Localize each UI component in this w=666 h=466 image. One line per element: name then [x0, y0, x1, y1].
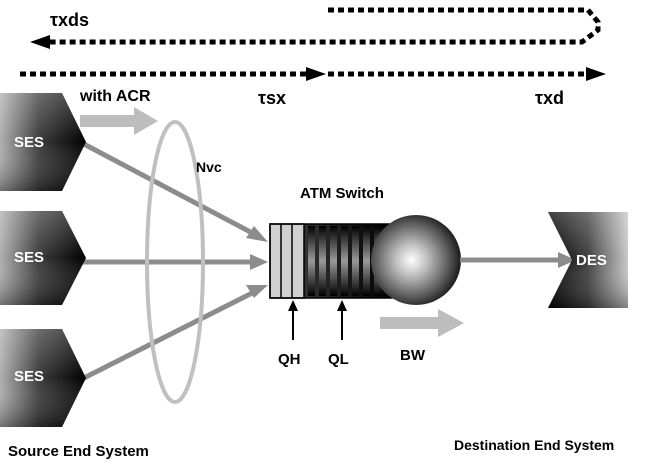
ses-box-3: SES: [0, 329, 86, 427]
destination-end-system-label: Destination End System: [454, 437, 614, 453]
qh-pointer: [288, 300, 298, 340]
nvc-label: Nvc: [196, 159, 222, 175]
des-label: DES: [576, 252, 607, 269]
qh-label: QH: [278, 351, 301, 368]
tsx-arrow: [20, 67, 326, 81]
atm-switch-label: ATM Switch: [300, 185, 384, 202]
ses-box-2: SES: [0, 211, 86, 305]
txd-arrowhead: [586, 67, 606, 81]
txds-label: τxds: [50, 10, 89, 30]
ql-label: QL: [328, 351, 349, 368]
txds-arrow: [30, 10, 598, 49]
bw-arrow: [380, 309, 464, 337]
ql-pointer: [337, 300, 347, 340]
ses-label: SES: [14, 134, 44, 151]
ses-box-1: SES: [0, 93, 86, 191]
txd-arrow: [328, 67, 606, 81]
atm-switch: [270, 215, 461, 305]
source-end-system-label: Source End System: [8, 443, 149, 460]
acr-arrow: [80, 107, 158, 135]
ses-label: SES: [14, 249, 44, 266]
txd-label: τxd: [535, 88, 564, 108]
bw-label: BW: [400, 347, 426, 364]
tsx-label: τsx: [258, 88, 286, 108]
queue-qh: [270, 224, 304, 298]
connection-lines: [80, 142, 268, 380]
tsx-arrowhead: [306, 67, 326, 81]
txds-arrowhead: [30, 35, 50, 49]
output-arrow: [460, 252, 576, 268]
ses-label: SES: [14, 368, 44, 385]
with-acr-label: with ACR: [79, 88, 151, 105]
switch-sphere: [371, 215, 461, 305]
